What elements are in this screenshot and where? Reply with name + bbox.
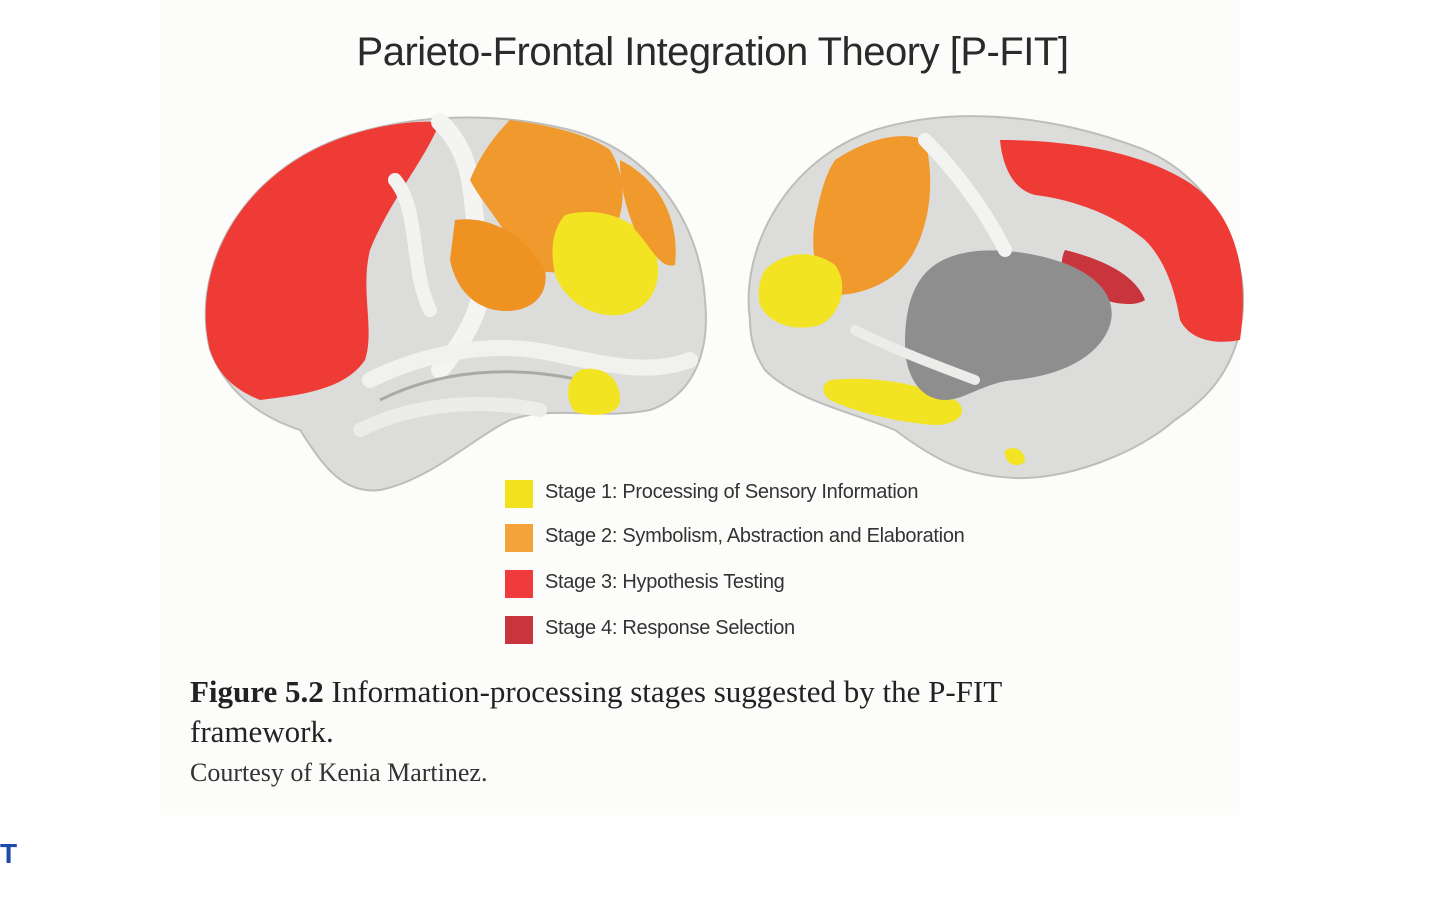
- lateral-gyri-texture-3: [362, 340, 698, 388]
- figure-caption-label: Figure 5.2: [190, 674, 324, 709]
- medial-gyri-texture-2: [850, 325, 980, 385]
- figure-caption: Figure 5.2 Information-processing stages…: [190, 672, 1090, 752]
- lateral-frontal-red-region: [205, 121, 440, 400]
- lateral-yellow-region-2: [568, 368, 620, 415]
- lateral-gyri-texture-2: [388, 173, 437, 317]
- medial-gyri-texture-1: [918, 133, 1012, 257]
- legend-swatch-stage-2: [505, 524, 533, 552]
- lateral-occipital-orange-region: [620, 160, 676, 266]
- page-edge-text-fragment: T: [0, 838, 18, 869]
- legend-label-stage-1: Stage 1: Processing of Sensory Informati…: [545, 481, 919, 503]
- medial-corpus-callosum-core: [905, 250, 1112, 400]
- legend-label-stage-2: Stage 2: Symbolism, Abstraction and Elab…: [545, 525, 965, 547]
- medial-frontal-red-region: [1000, 140, 1243, 342]
- lateral-sulcus-shadow: [379, 370, 581, 402]
- figure-title: Parieto-Frontal Integration Theory [P-FI…: [356, 30, 1069, 74]
- lateral-yellow-region-1: [552, 211, 659, 316]
- medial-occipital-yellow-region: [758, 254, 843, 328]
- legend-swatch-stage-1: [505, 480, 533, 508]
- figure-credit: Courtesy of Kenia Martinez.: [190, 758, 488, 787]
- medial-parietal-orange-region: [813, 136, 931, 295]
- brain-medial-view: [747, 115, 1245, 480]
- legend-label-stage-4: Stage 4: Response Selection: [545, 617, 795, 639]
- lateral-gyri-texture-4: [353, 397, 547, 437]
- brain-lateral-view: [204, 113, 707, 492]
- legend-swatch-stage-4: [505, 616, 533, 644]
- legend-label-stage-3: Stage 3: Hypothesis Testing: [545, 571, 785, 593]
- lateral-orange-region-2: [450, 219, 546, 311]
- legend-swatch-stage-3: [505, 570, 533, 598]
- medial-yellow-accent: [1005, 448, 1025, 466]
- figure-caption-text: Information-processing stages suggested …: [190, 674, 1002, 749]
